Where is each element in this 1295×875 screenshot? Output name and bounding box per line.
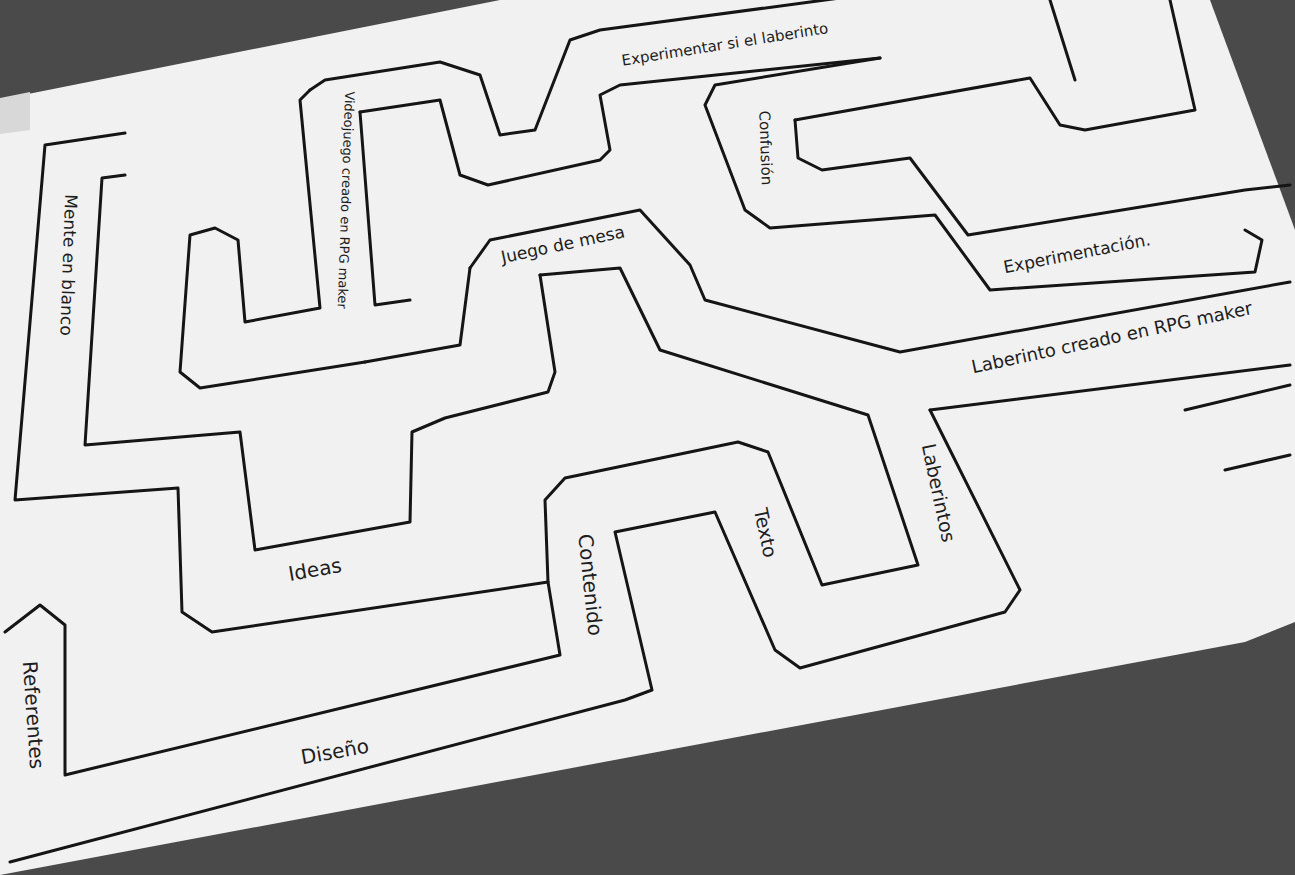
maze-label: Mente en blanco xyxy=(56,192,81,338)
page-edge xyxy=(0,92,30,134)
maze-walls xyxy=(5,0,1290,862)
maze-label: Confusión xyxy=(755,108,775,187)
